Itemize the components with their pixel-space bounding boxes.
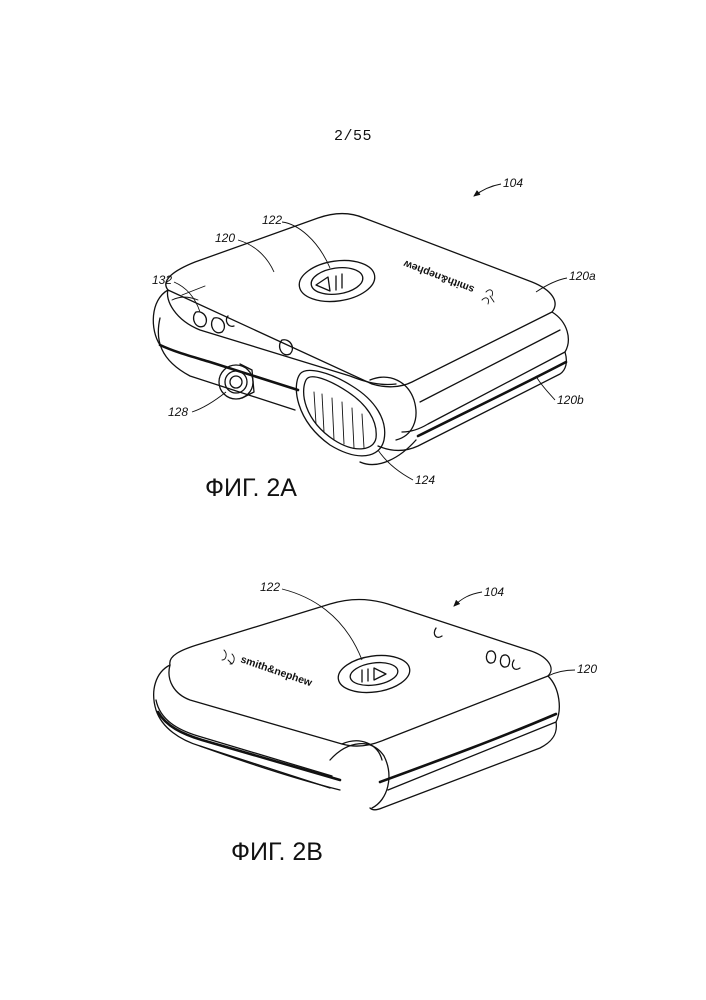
ref-128: 128 bbox=[168, 405, 188, 419]
svg-text:smith&nephew: smith&nephew bbox=[401, 257, 476, 295]
play-pause-button-icon bbox=[336, 651, 412, 697]
ref-120-b: 120 bbox=[577, 662, 597, 676]
ref-120b: 120b bbox=[557, 393, 584, 407]
figure-2a-device: smith&nephew bbox=[153, 214, 568, 465]
ref-104-a: 104 bbox=[503, 176, 523, 190]
smith-nephew-logo-icon: smith&nephew bbox=[401, 257, 494, 304]
figure-2a-caption: ФИГ. 2А bbox=[205, 474, 297, 503]
ref-122-a: 122 bbox=[262, 213, 282, 227]
ref-122-b: 122 bbox=[260, 580, 280, 594]
figure-2b-caption: ФИГ. 2В bbox=[231, 838, 323, 867]
ref-132: 132 bbox=[152, 273, 172, 287]
svg-text:smith&nephew: smith&nephew bbox=[239, 653, 314, 689]
figure-2b-device: smith&nephew bbox=[154, 600, 560, 810]
ref-120-a: 120 bbox=[215, 231, 235, 245]
ref-120a: 120a bbox=[569, 269, 596, 283]
figure-2a-labels: 104 122 120 132 120a 128 120b 124 bbox=[152, 176, 596, 487]
smith-nephew-logo-icon: smith&nephew bbox=[222, 650, 314, 689]
ref-104-b: 104 bbox=[484, 585, 504, 599]
play-pause-button-icon bbox=[297, 256, 378, 306]
figure-2b-labels: 122 104 120 bbox=[260, 580, 597, 676]
ref-124: 124 bbox=[415, 473, 435, 487]
